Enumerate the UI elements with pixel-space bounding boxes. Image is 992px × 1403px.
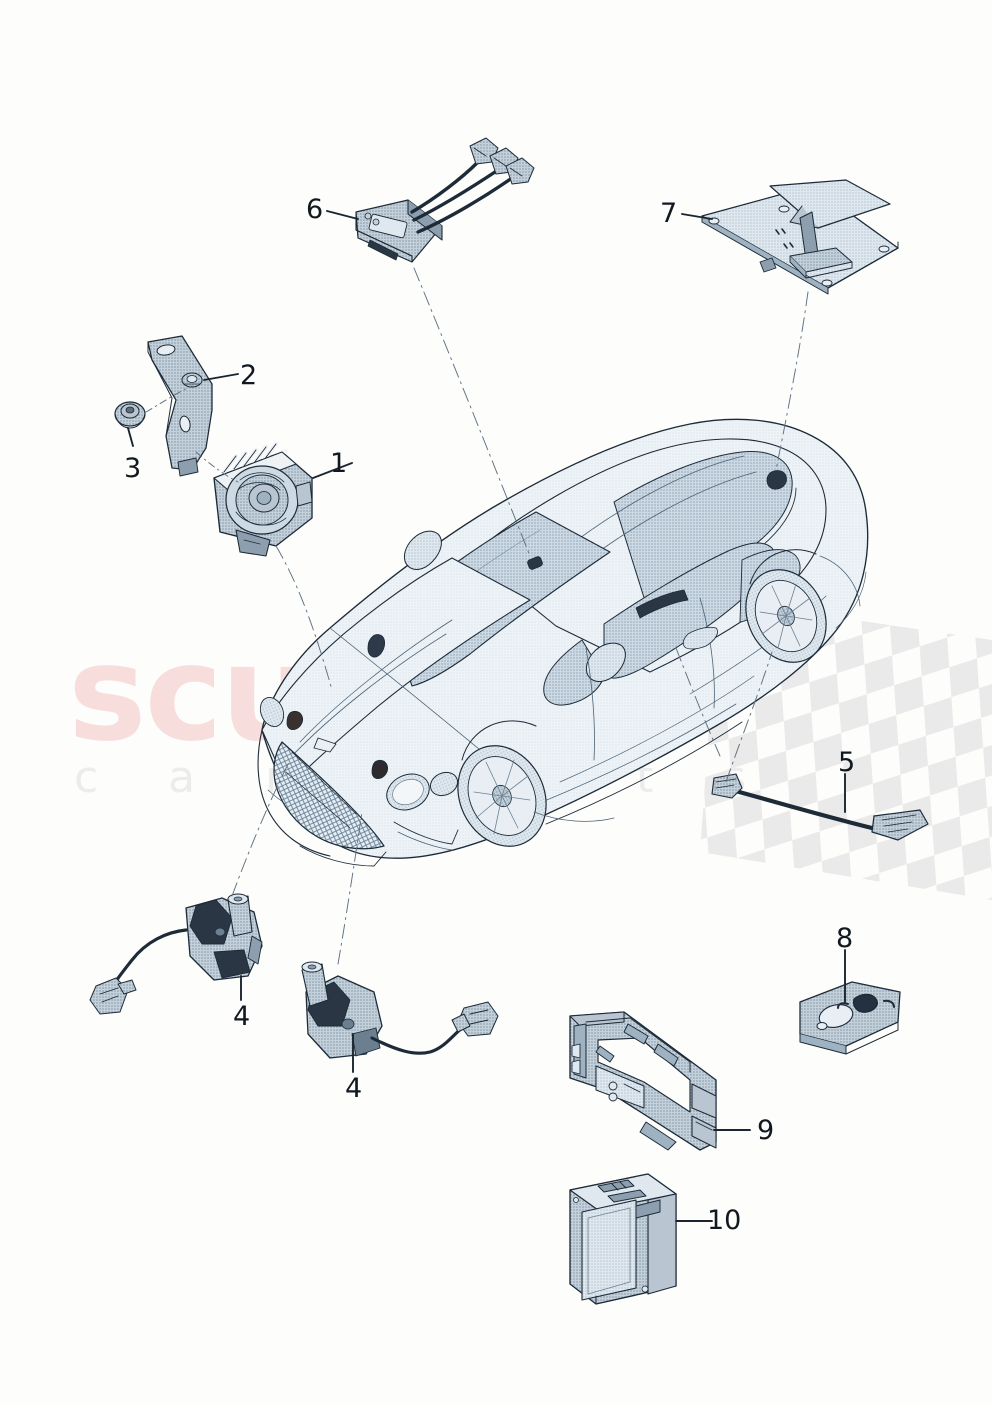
callout-number-4a: 4 [233, 1001, 251, 1032]
callout-number-1: 1 [330, 448, 348, 479]
part-3-retaining-nut [114, 401, 146, 429]
callout-number-6: 6 [306, 194, 324, 225]
part-10-control-unit-ecu [569, 1173, 677, 1305]
callout-number-8: 8 [836, 923, 854, 954]
callout-number-10: 10 [707, 1205, 742, 1236]
part-8-key-fob-remote [799, 981, 901, 1055]
callout-number-9: 9 [757, 1115, 775, 1146]
vehicle-illustration [257, 418, 869, 867]
callout-number-3: 3 [124, 453, 142, 484]
part-2-siren-bracket [147, 335, 213, 477]
front-wheel [457, 720, 547, 847]
callout-number-2: 2 [240, 360, 258, 391]
part-6-interior-sensor-module [355, 137, 535, 263]
callout-leader-lines [127, 210, 846, 1222]
part-1-alarm-siren [213, 441, 313, 557]
callout-number-5: 5 [838, 747, 856, 778]
body-mounted-sensors [286, 470, 787, 780]
callout-number-4b: 4 [345, 1073, 363, 1104]
assembly-dash-dot-lines [145, 267, 809, 965]
part-9-control-unit-frame [569, 1011, 717, 1151]
part-7-roof-antenna-bracket [701, 179, 899, 295]
bracket-bolt [181, 372, 203, 388]
part-5-antenna-cable [711, 773, 929, 841]
rear-wheel [745, 549, 827, 663]
callout-number-7: 7 [660, 198, 678, 229]
part-4b-door-lock-actuator [301, 961, 499, 1059]
part-4a-door-lock-actuator [89, 893, 263, 1015]
